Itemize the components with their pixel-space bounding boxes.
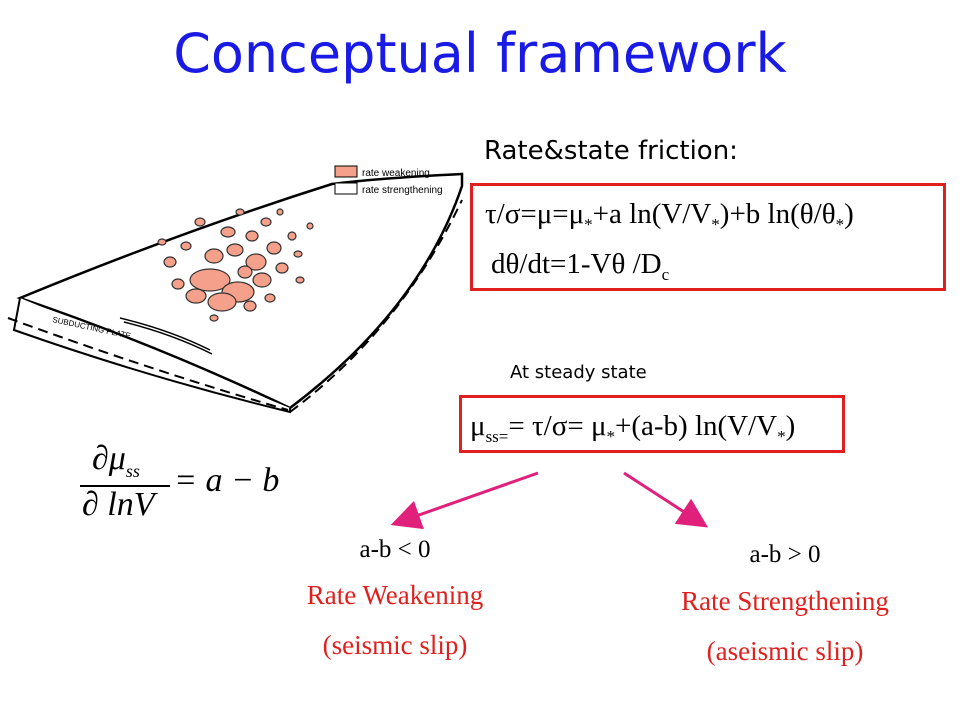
- arrow-left: [390, 471, 539, 530]
- right-condition: a-b > 0: [749, 541, 821, 568]
- rate-weakening-label: Rate Weakening: [306, 580, 484, 610]
- steady-state-equation-box: μss== τ/σ= μ*+(a-b) ln(V/V*): [459, 395, 845, 453]
- derivative-formula: ∂μss ∂ lnV = a − b: [80, 440, 280, 523]
- block-side: [12, 297, 291, 414]
- steady-state-equation: μss== τ/σ= μ*+(a-b) ln(V/V*): [470, 410, 796, 446]
- derivative-denominator: ∂ lnV: [82, 486, 155, 523]
- seismic-slip-label: (seismic slip): [322, 630, 468, 660]
- plate-dashed-edge: [7, 317, 289, 411]
- rate-state-heading: Rate&state friction:: [484, 136, 738, 166]
- aseismic-slip-label: (aseismic slip): [706, 636, 864, 666]
- branch-arrows: [390, 471, 709, 530]
- rate-strengthening-label: Rate Strengthening: [681, 586, 889, 616]
- derivative-numerator: ∂μss: [92, 440, 140, 481]
- state-evolution-equation: dθ/dt=1-Vθ /Dc: [491, 248, 670, 284]
- steady-state-note: At steady state: [510, 362, 647, 383]
- legend-swatch-weakening: [334, 165, 358, 178]
- legend-strengthening: rate strengthening: [362, 185, 443, 196]
- friction-law-equation: τ/σ=μ=μ*+a ln(V/V*)+b ln(θ/θ*): [485, 198, 854, 234]
- right-dashed-edge: [289, 199, 463, 413]
- subduction-figure: SUBDUCTING PLATE rate weakening rate str…: [7, 165, 464, 414]
- fraction-bar: [80, 485, 170, 487]
- left-condition: a-b < 0: [359, 536, 431, 563]
- arrow-right: [623, 471, 709, 528]
- legend-weakening: rate weakening: [362, 168, 430, 179]
- legend-swatch-strengthening: [334, 182, 358, 195]
- rate-state-equation-box: τ/σ=μ=μ*+a ln(V/V*)+b ln(θ/θ*) dθ/dt=1-V…: [470, 183, 946, 291]
- rate-weakening-patches: [157, 208, 314, 322]
- slide-title: Conceptual framework: [173, 22, 787, 85]
- derivative-rhs: = a − b: [174, 462, 280, 499]
